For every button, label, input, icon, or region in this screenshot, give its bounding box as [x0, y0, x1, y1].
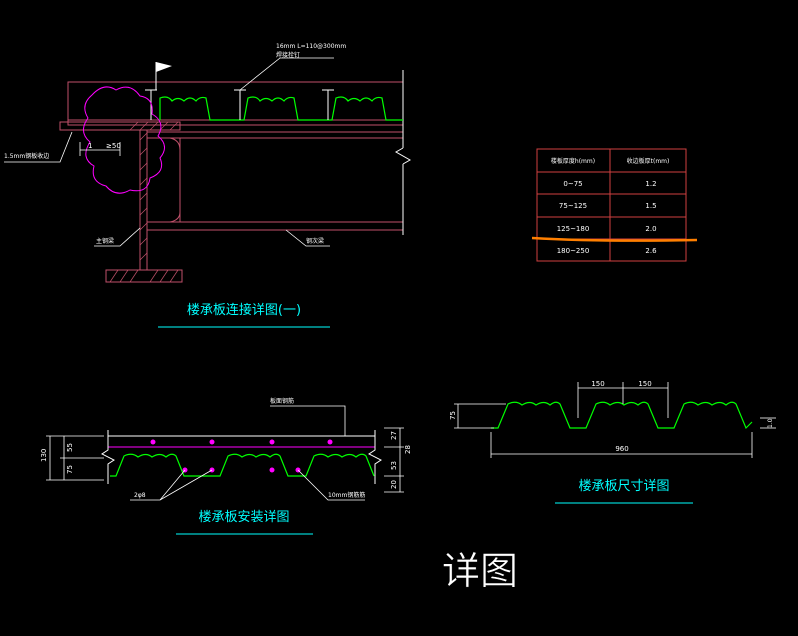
break-symbol	[394, 147, 412, 165]
dim-150b: 150	[638, 380, 651, 388]
table-header-2: 收边板厚t(mm)	[627, 157, 670, 165]
table-border	[536, 148, 687, 262]
detail-3-dimensions: 150 150 960 75 1.0 楼承板尺寸详图	[449, 380, 776, 504]
fillet-bottom	[169, 211, 181, 223]
rebar-note: 板面钢筋	[270, 397, 294, 405]
table-cell: 125~180	[557, 225, 590, 233]
table-header-1: 楼板厚度h(mm)	[551, 157, 595, 165]
beam-note-2: 钢次梁	[306, 237, 324, 245]
secondary-beam-bottom	[146, 221, 404, 231]
dim-75-left: 75	[66, 465, 74, 474]
table-cell: 180~250	[557, 247, 590, 255]
beam-note: 主钢梁	[96, 237, 114, 245]
dim-150a: 150	[591, 380, 604, 388]
shear-studs	[145, 89, 334, 120]
secondary-beam-top	[146, 131, 404, 139]
stud-2	[234, 89, 246, 120]
stud-3	[322, 89, 334, 120]
left-dimensions	[46, 435, 104, 481]
highlight-mark	[531, 236, 698, 242]
dim-960: 960	[615, 445, 628, 453]
dim-20: 20	[390, 480, 398, 489]
flag-symbol	[155, 62, 172, 90]
tie-note: 2φ8	[134, 492, 146, 499]
dim-t: 1.0	[767, 418, 774, 428]
web-hatch	[139, 132, 148, 261]
right-dimension-t	[760, 417, 776, 429]
detail-1-connection: 1 ≥50 1.5mm钢板收边 16mm L=110@300mm 焊接栓钉 主钢…	[4, 43, 412, 328]
beam-leader	[94, 227, 141, 247]
dim-130: 130	[40, 449, 48, 462]
table-cell: 1.5	[645, 202, 656, 210]
deck-profile-3	[491, 401, 753, 430]
bar-note: 10mm钢筋筋	[328, 491, 365, 499]
stud-leader	[239, 57, 334, 91]
revision-cloud	[83, 86, 165, 194]
top-flange-hatch	[129, 121, 179, 131]
main-beam-bottom-flange	[105, 269, 183, 283]
dim-75: 75	[449, 411, 457, 420]
break-right	[368, 430, 382, 484]
table-cell: 1.2	[645, 180, 656, 188]
break-left	[101, 430, 115, 484]
table-cell: 75~125	[559, 202, 587, 210]
table-cell: 2.6	[645, 247, 657, 255]
caption: 详图	[442, 549, 518, 593]
bottom-dimension	[490, 432, 753, 458]
deck-profile-2	[110, 453, 375, 477]
detail-2-install: 130 55 75 27 28 53 20 板面钢筋 2φ8 10mm钢筋筋 楼…	[40, 397, 412, 535]
dim-a-label: 1	[88, 142, 92, 150]
detail-1-title: 楼承板连接详图(一)	[187, 302, 301, 318]
stud-1	[145, 89, 157, 120]
bottom-flange-hatch	[109, 269, 179, 283]
right-dimensions	[384, 427, 404, 493]
thickness-table: 楼板厚度h(mm) 收边板厚t(mm) 0~75 1.2 75~125 1.5 …	[531, 148, 698, 262]
table-cell: 2.0	[645, 225, 656, 233]
stud-note-line1: 16mm L=110@300mm	[276, 43, 346, 50]
dim-55: 55	[66, 443, 74, 452]
dim-53: 53	[390, 461, 398, 470]
rebar-leader	[270, 405, 346, 436]
dim-28: 28	[404, 445, 412, 454]
left-leader	[4, 131, 73, 163]
left-note: 1.5mm钢板收边	[4, 152, 49, 160]
beam-top-flange	[59, 121, 181, 131]
dim-27: 27	[390, 431, 398, 440]
top-dimensions	[577, 382, 669, 418]
fillet-top	[169, 137, 181, 151]
bar-leader	[297, 469, 365, 501]
detail-2-title: 楼承板安装详图	[198, 510, 289, 525]
left-dimension-75	[454, 403, 506, 429]
detail-3-title: 楼承板尺寸详图	[578, 479, 669, 494]
beam-leader-2	[285, 229, 330, 247]
deck-profile-1	[159, 96, 403, 121]
table-cell: 0~75	[563, 180, 582, 188]
stud-note-line2: 焊接栓钉	[276, 51, 300, 59]
dim-b-label: ≥50	[106, 142, 121, 150]
